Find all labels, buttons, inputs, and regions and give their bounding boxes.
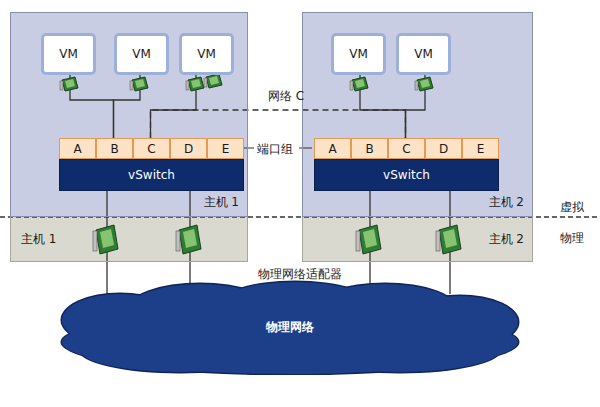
virtual-nic xyxy=(204,74,222,88)
network-cloud: 物理网络 xyxy=(60,280,520,375)
node-text: C xyxy=(402,142,410,156)
vm-box: VM xyxy=(331,33,386,75)
virtual-nic xyxy=(186,77,204,91)
node-text: 物理网络 xyxy=(266,319,314,336)
host-virtual-ground xyxy=(302,12,533,217)
port-cell: D xyxy=(170,138,207,159)
virtual-nic xyxy=(415,77,433,91)
port-cell: D xyxy=(425,138,462,159)
leader-line xyxy=(299,148,312,149)
host-physical-ground xyxy=(302,217,533,262)
node-text: B xyxy=(110,142,118,156)
node-text: D xyxy=(439,142,448,156)
node-text: C xyxy=(147,142,155,156)
physical-nic xyxy=(436,225,461,254)
node-text: VM xyxy=(197,47,216,61)
node-text: VM xyxy=(349,47,368,61)
port-cell: C xyxy=(133,138,170,159)
host-physical-strip: 主机 1 xyxy=(10,217,248,262)
vswitch-box: vSwitch xyxy=(59,159,244,191)
host-label: 主机 2 xyxy=(489,231,524,248)
node-text: E xyxy=(477,142,485,156)
network-label: 网络 C xyxy=(268,88,304,105)
node-text: vSwitch xyxy=(128,168,175,182)
physical-nic xyxy=(356,225,381,254)
node-text: VM xyxy=(132,47,151,61)
port-cell: C xyxy=(388,138,425,159)
vm-box: VM xyxy=(114,33,169,75)
port-cell: B xyxy=(96,138,133,159)
virtual-nic xyxy=(350,77,368,91)
host-virtual-ground xyxy=(10,12,248,217)
annotation-label: 端口组 xyxy=(257,141,293,158)
node-text: D xyxy=(184,142,193,156)
leader-line xyxy=(244,148,254,149)
annotation-label: 物理 xyxy=(560,230,584,247)
host-physical-strip: 主机 2 xyxy=(302,217,533,262)
host-virtual-panel: 主机 1 VM VM VM A B C D EvSwitch xyxy=(10,12,248,217)
vm-box: VM xyxy=(179,33,234,75)
host-label: 主机 1 xyxy=(204,194,239,211)
node-text: B xyxy=(365,142,373,156)
vm-box: VM xyxy=(396,33,451,75)
node-text: VM xyxy=(414,47,433,61)
node-text: VM xyxy=(59,47,78,61)
network-link xyxy=(151,110,406,138)
node-text: A xyxy=(73,142,81,156)
vswitch-box: vSwitch xyxy=(314,159,499,191)
host-physical-ground xyxy=(10,217,248,262)
virtual-nic xyxy=(60,77,78,91)
host-label: 主机 1 xyxy=(21,231,56,248)
node-text: vSwitch xyxy=(383,168,430,182)
host-virtual-panel: 主机 2 VM VM A B C D EvSwitch xyxy=(302,12,533,217)
port-cell: A xyxy=(59,138,96,159)
port-cell: E xyxy=(462,138,499,159)
node-text: A xyxy=(328,142,336,156)
annotation-label: 虚拟 xyxy=(560,199,584,216)
port-cell: B xyxy=(351,138,388,159)
port-cell: E xyxy=(207,138,244,159)
port-cell: A xyxy=(314,138,351,159)
annotation-label: 物理网络适配器 xyxy=(258,266,342,283)
physical-nic xyxy=(93,225,118,254)
physical-nic xyxy=(176,225,201,254)
virtual-nic xyxy=(130,77,148,91)
host-label: 主机 2 xyxy=(489,194,524,211)
vm-box: VM xyxy=(41,33,96,75)
node-text: E xyxy=(222,142,230,156)
